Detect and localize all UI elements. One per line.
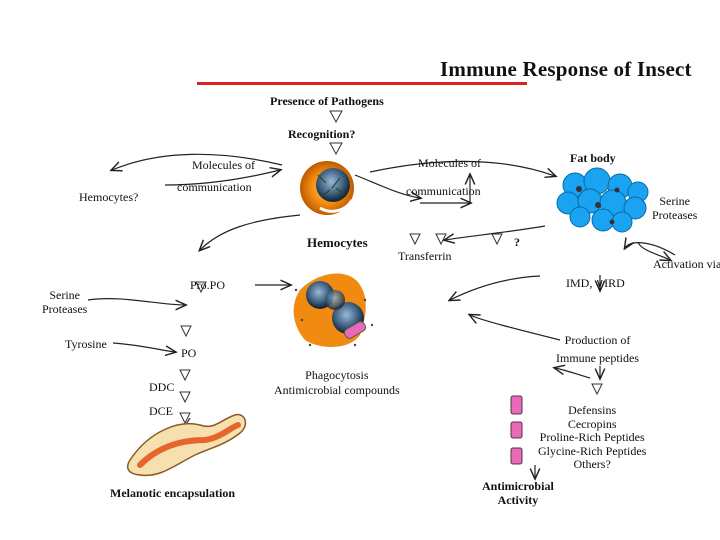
propo-label: Pro.PO bbox=[190, 278, 226, 292]
peptide-list-label: Defensins Cecropins Proline-Rich Peptide… bbox=[538, 403, 647, 471]
title-underline bbox=[197, 82, 527, 85]
dce-label: DCE bbox=[149, 404, 173, 418]
antimicrobial-activity-label: Antimicrobial Activity bbox=[482, 479, 554, 507]
phagocyte-cluster bbox=[293, 273, 374, 347]
recognition-label: Recognition? bbox=[288, 127, 356, 141]
hemocytes-label: Hemocytes bbox=[307, 235, 368, 250]
production-of-immune-peptides-label: Production of Immune peptides bbox=[556, 333, 639, 365]
peptide-icons bbox=[510, 395, 523, 465]
po-label: PO bbox=[181, 346, 197, 360]
fat-body-label: Fat body bbox=[570, 151, 616, 165]
phagocytosis-label: Phagocytosis Antimicrobial compounds bbox=[274, 368, 400, 397]
molecules-of-label-left: Molecules of bbox=[192, 158, 255, 172]
transferrin-label: Transferrin bbox=[398, 249, 452, 263]
melanotic-encapsulation-label: Melanotic encapsulation bbox=[110, 486, 235, 500]
activation-label: Activation via T bbox=[653, 257, 720, 271]
molecules-of-label-right: Molecules of bbox=[418, 156, 481, 170]
communication-label-right: communication bbox=[406, 184, 481, 198]
ddc-label: DDC bbox=[149, 380, 175, 394]
serine-proteases-left-label: Serine Proteases bbox=[42, 288, 88, 316]
presence-of-pathogens-label: Presence of Pathogens bbox=[270, 94, 384, 108]
tyrosine-label: Tyrosine bbox=[65, 337, 107, 351]
hemocytes-question-label: Hemocytes? bbox=[79, 190, 139, 204]
melanotic-worm bbox=[127, 413, 247, 477]
communication-label-left: communication bbox=[177, 180, 252, 194]
fat-body-cluster bbox=[556, 167, 649, 233]
hemocyte-cell-top bbox=[300, 161, 354, 215]
imd-ird-label: IMD, ∨IRD bbox=[566, 276, 625, 290]
diagram-title: Immune Response of Insect bbox=[440, 57, 692, 81]
fat-body-dark-nuclei bbox=[576, 186, 620, 225]
question-mark-label: ? bbox=[514, 235, 520, 249]
serine-proteases-right-label: Serine Proteases bbox=[652, 194, 698, 222]
arrows bbox=[87, 153, 676, 478]
flow-triangles bbox=[179, 110, 603, 425]
